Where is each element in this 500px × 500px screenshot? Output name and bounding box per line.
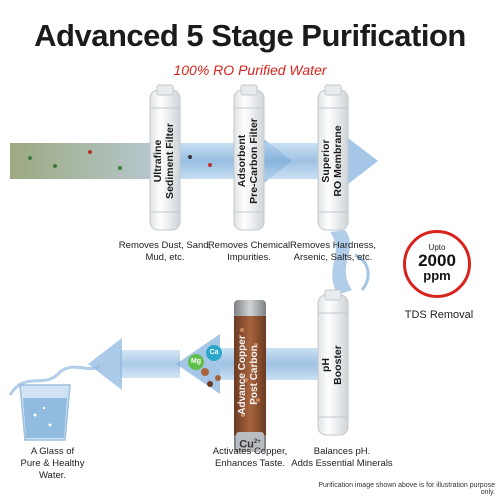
magnesium-bubble: Mg bbox=[188, 354, 204, 370]
page-title: Advanced 5 Stage Purification bbox=[34, 18, 466, 53]
mineral-particles bbox=[201, 368, 221, 387]
tds-unit: ppm bbox=[423, 268, 451, 283]
sediment-caption: Removes Dust, Sand,Mud, etc. bbox=[118, 240, 212, 263]
tds-badge: Upto 2000 ppm bbox=[403, 230, 471, 298]
page-subtitle: 100% RO Purified Water bbox=[173, 62, 327, 78]
calcium-bubble: Ca bbox=[206, 345, 222, 361]
disclaimer: Purification image shown above is for il… bbox=[318, 482, 495, 496]
copper-symbol: Cu2+ bbox=[236, 432, 264, 452]
ph-booster-caption: Balances pH.Adds Essential Minerals bbox=[291, 446, 393, 469]
sediment-filter bbox=[149, 84, 181, 231]
ro-membrane-filter bbox=[317, 84, 349, 231]
water-splash bbox=[330, 230, 370, 295]
tds-value: 2000 bbox=[418, 251, 456, 270]
ph-booster-filter bbox=[317, 289, 349, 436]
water-glass bbox=[8, 363, 102, 441]
ro-membrane-caption: Removes Hardness,Arsenic, Salts, etc. bbox=[289, 240, 377, 263]
copper-caption: Activates Copper,Enhances Taste. bbox=[212, 446, 288, 469]
tds-label: TDS Removal bbox=[404, 309, 474, 321]
pre-carbon-filter bbox=[233, 84, 265, 231]
copper-filter bbox=[234, 300, 266, 452]
tds-prefix: Upto bbox=[428, 243, 446, 252]
